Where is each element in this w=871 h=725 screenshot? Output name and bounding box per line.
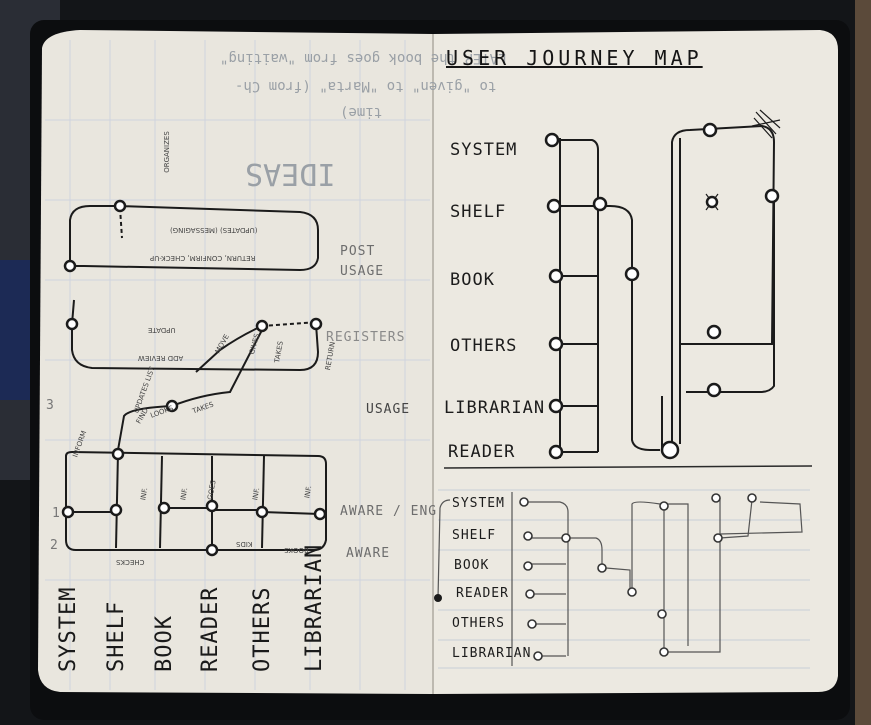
annotation: ORGANIZES (162, 131, 171, 173)
annotation: REGISTERS (326, 330, 406, 345)
table-row-label: BOOK (454, 558, 490, 573)
annotation: POST (340, 244, 376, 259)
back-text-heading: IDEAS (245, 156, 336, 191)
annotation: USAGE (366, 402, 411, 417)
table-row-label: LIBRARIAN (452, 646, 532, 661)
row-label-reader: READER (448, 442, 516, 462)
annotation: (UPDATES) (MESSAGING) (170, 226, 258, 234)
annotation: AWARE / ENG (340, 504, 438, 519)
lane-label-reader: READER (198, 586, 223, 672)
annotation: ADD REVIEW (138, 354, 184, 362)
row-label-librarian: LIBRARIAN (444, 398, 546, 418)
annotation: RETURN, CONFIRM, CHECK-UP (150, 254, 256, 262)
table-row-label: SHELF (452, 528, 497, 543)
table-row-label: SYSTEM (452, 496, 505, 511)
page-title: USER JOURNEY MAP (446, 46, 703, 70)
annotation: CHECKS (116, 558, 145, 566)
annotation: UPDATE (148, 326, 176, 334)
lane-label-system: SYSTEM (56, 586, 81, 672)
table-row-label: OTHERS (452, 616, 505, 631)
row-label-book: BOOK (450, 270, 495, 290)
margin-number: 1 (52, 506, 61, 521)
lane-label-librarian: LIBRARIAN (302, 543, 327, 672)
margin-number: 2 (50, 538, 59, 553)
back-text-line: time) (340, 104, 383, 120)
table-row-label: READER (456, 586, 509, 601)
back-text-line: to "given" to "Marta" (from Ch- (235, 78, 497, 94)
margin-number: 3 (46, 398, 55, 413)
annotation: AWARE (346, 546, 391, 561)
lane-label-book: BOOK (152, 615, 177, 672)
annotation: KIDS (236, 540, 253, 548)
lane-label-shelf: SHELF (104, 600, 129, 672)
annotation: USAGE (340, 264, 385, 279)
row-label-system: SYSTEM (450, 140, 518, 160)
row-label-shelf: SHELF (450, 202, 507, 222)
lane-label-others: OTHERS (250, 586, 275, 672)
row-label-others: OTHERS (450, 336, 518, 356)
